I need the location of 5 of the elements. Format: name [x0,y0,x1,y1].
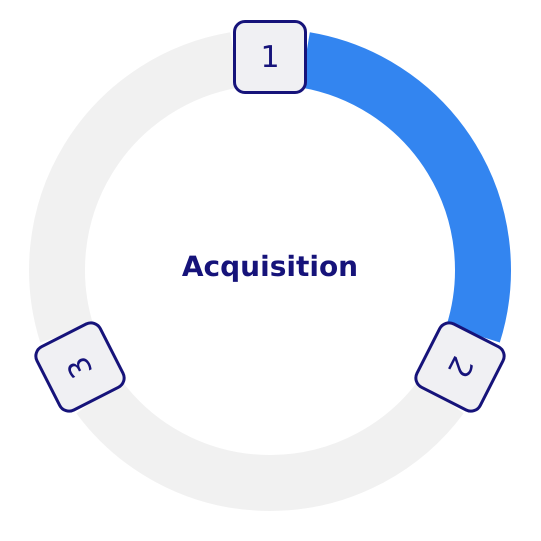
step-box [233,20,307,94]
center-title: Acquisition [180,250,360,283]
step-number: 3 [60,350,100,384]
step-number: 2 [440,350,480,384]
step-number: 1 [260,40,280,74]
